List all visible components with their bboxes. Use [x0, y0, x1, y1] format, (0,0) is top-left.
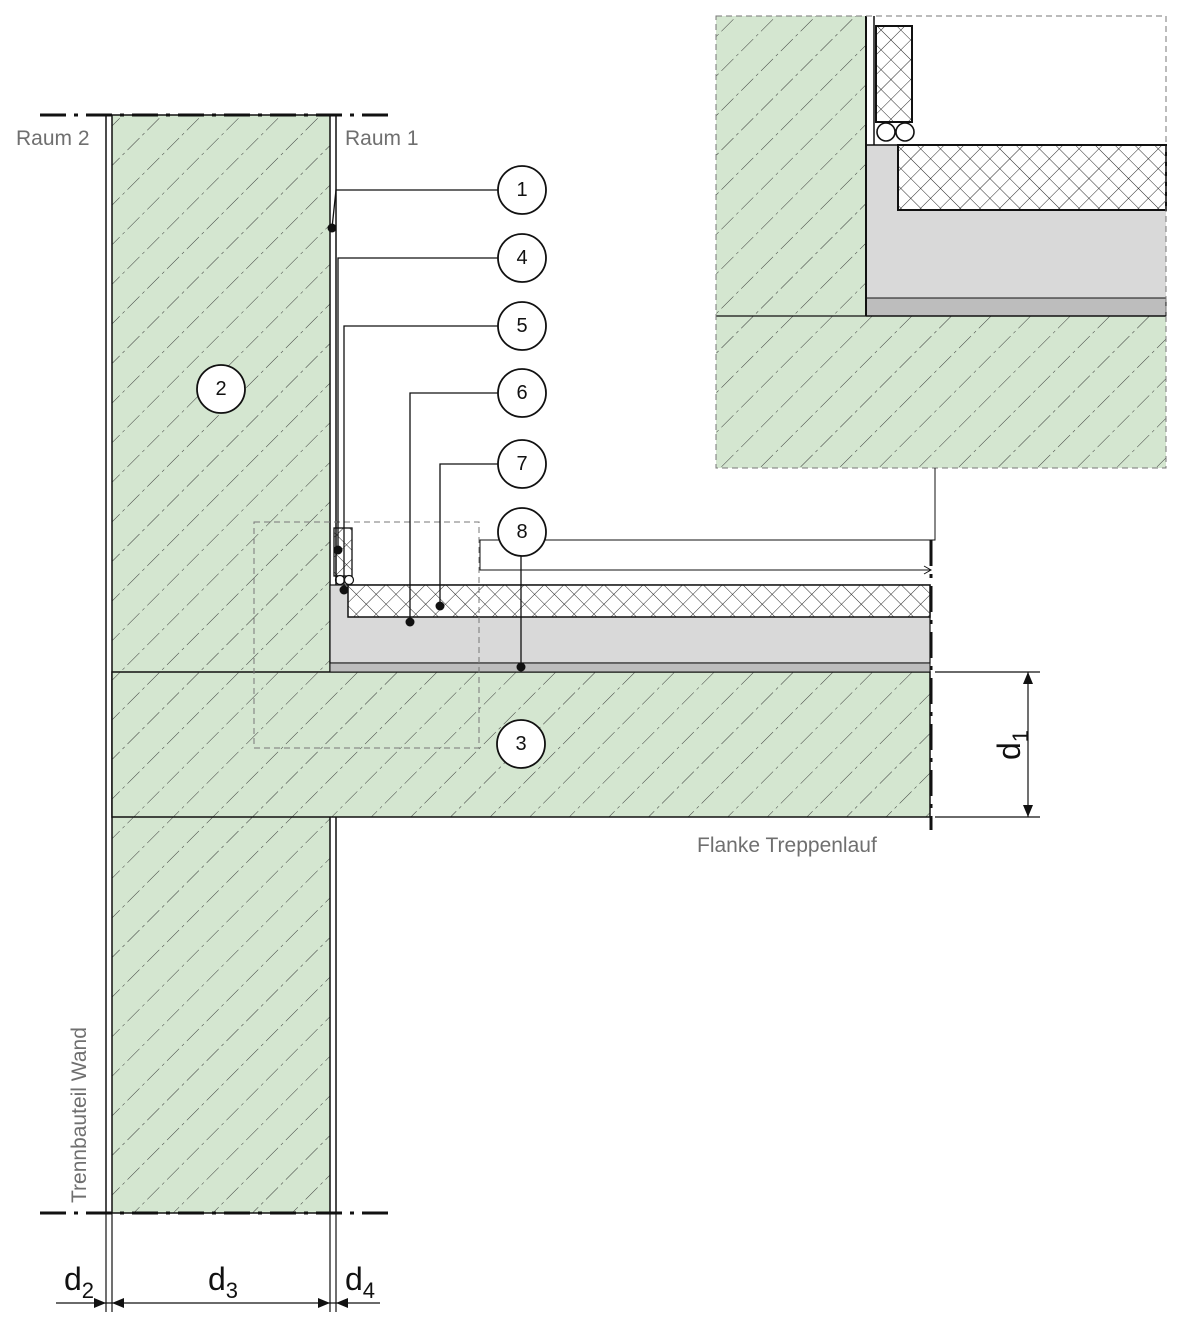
separation-layer	[329, 662, 931, 673]
callout-number: 1	[516, 179, 527, 201]
callout-number: 4	[516, 247, 527, 269]
backer-rod	[334, 574, 346, 586]
dimension-d1-main: d	[991, 742, 1027, 760]
partition-wall	[111, 114, 331, 1214]
callout-number: 6	[516, 382, 527, 404]
callout-number: 7	[516, 453, 527, 475]
main-section	[40, 113, 933, 1215]
dimension-d3: d3	[208, 1261, 238, 1303]
room-1-label: Raum 1	[345, 127, 419, 150]
dimension-d4: d4	[345, 1261, 375, 1303]
leader-dots	[327, 223, 526, 672]
partition-label: Trennbauteil Wand	[68, 1027, 91, 1203]
enlarged-detail	[479, 15, 1167, 575]
callout-1: 1	[497, 165, 547, 215]
callout-5: 5	[497, 301, 547, 351]
callout-7: 7	[497, 439, 547, 489]
callout-number: 5	[516, 315, 527, 337]
detail-frame	[253, 521, 480, 749]
callout-3: 3	[496, 719, 546, 769]
callout-number: 3	[515, 733, 526, 755]
dimension-d1: d1	[935, 671, 1040, 818]
flank-label: Flanke Treppenlauf	[697, 834, 877, 857]
dimension-d2: d2	[64, 1261, 94, 1303]
callout-2: 2	[196, 364, 246, 414]
callout-number: 2	[215, 378, 226, 400]
svg-text:d1: d1	[991, 730, 1033, 760]
callout-4: 4	[497, 233, 547, 283]
callout-number: 8	[516, 521, 527, 543]
dimension-bottom: d2 d3 d4	[56, 1213, 380, 1312]
callout-8: 8	[497, 507, 547, 557]
room-2-label: Raum 2	[16, 127, 90, 150]
callout-6: 6	[497, 368, 547, 418]
floor-covering	[347, 584, 931, 618]
backer-rod-2	[343, 574, 355, 586]
dimension-d1-sub: 1	[1008, 730, 1033, 742]
leader-lines	[331, 189, 522, 667]
